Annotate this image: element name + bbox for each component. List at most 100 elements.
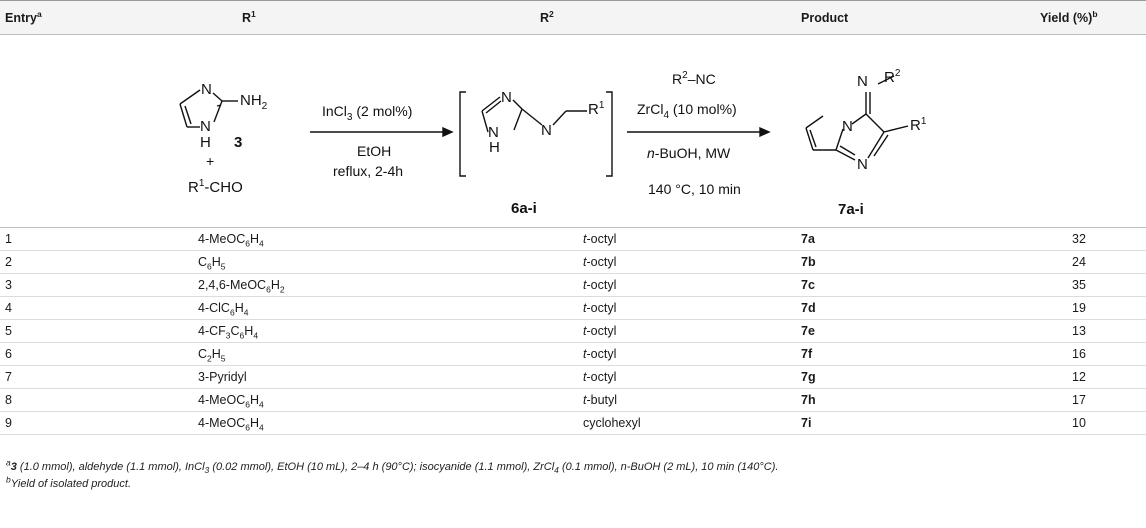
- step1-catalyst: InCl3 (2 mol%): [322, 103, 412, 123]
- bond: [835, 149, 856, 161]
- atom-N: N: [541, 122, 552, 139]
- footnote-b: bYield of isolated product.: [6, 474, 131, 490]
- atom-H: H: [489, 139, 500, 156]
- cell-r2: t-octyl: [583, 255, 617, 269]
- cell-r1: C6H5: [198, 255, 226, 272]
- cell-r2: t-octyl: [583, 301, 617, 315]
- r2-substituent: R2: [884, 68, 901, 86]
- bond: [481, 96, 501, 112]
- bond: [865, 113, 885, 133]
- cell-product: 7g: [801, 370, 816, 384]
- cell-yield: 24: [1072, 255, 1086, 269]
- cell-product: 7a: [801, 232, 815, 246]
- cell-yield: 35: [1072, 278, 1086, 292]
- cell-entry: 9: [5, 416, 12, 430]
- bond: [839, 145, 856, 156]
- bond: [867, 131, 885, 159]
- scheme-svg: N NH2 N H 3 + R1-CHO InCl3 (2 mol%) EtOH…: [179, 68, 927, 218]
- header-r1: R1: [242, 8, 256, 25]
- cell-product: 7f: [801, 347, 813, 361]
- header-entry: Entrya: [5, 8, 42, 25]
- bond: [809, 129, 817, 148]
- bond: [877, 75, 895, 85]
- cell-entry: 8: [5, 393, 12, 407]
- intermediate-label: 6a-i: [511, 200, 537, 217]
- table-header: Entrya R1 R2 Product Yield (%)b: [0, 0, 1146, 35]
- bond: [851, 113, 867, 125]
- cell-yield: 10: [1072, 416, 1086, 430]
- bond: [485, 100, 502, 114]
- bond: [835, 128, 844, 151]
- step2-solvent: n-BuOH, MW: [647, 145, 731, 161]
- atom-N: N: [857, 73, 868, 90]
- atom-H: H: [200, 134, 211, 151]
- cell-r1: 4-CF3C6H4: [198, 324, 259, 341]
- atom-N: N: [857, 156, 868, 173]
- compound-3-label: 3: [234, 134, 242, 151]
- cell-yield: 17: [1072, 393, 1086, 407]
- bracket-right: [606, 91, 613, 177]
- cell-r2: t-butyl: [583, 393, 618, 407]
- step2-catalyst: ZrCl4 (10 mol%): [637, 101, 737, 121]
- cell-r2: t-octyl: [583, 347, 617, 361]
- cell-product: 7b: [801, 255, 816, 269]
- bond: [521, 108, 543, 126]
- cell-yield: 13: [1072, 324, 1086, 338]
- step2-isocyanide: R2–NC: [672, 70, 716, 87]
- bond: [552, 110, 567, 126]
- cell-yield: 19: [1072, 301, 1086, 315]
- arrowhead-2: [759, 126, 771, 138]
- aldehyde-formula: R1-CHO: [188, 178, 243, 196]
- cell-product: 7i: [801, 416, 812, 430]
- table-row: 3 2,4,6-MeOC6H2 t-octyl 7c 35: [0, 274, 1146, 297]
- plus-sign: +: [206, 153, 214, 169]
- table-row: 7 3-Pyridyl t-octyl 7g 12: [0, 366, 1146, 389]
- cell-entry: 3: [5, 278, 12, 292]
- table-row: 9 4-MeOC6H4 cyclohexyl 7i 10: [0, 412, 1146, 435]
- cell-r2: t-octyl: [583, 278, 617, 292]
- cell-yield: 16: [1072, 347, 1086, 361]
- bond: [179, 89, 201, 105]
- header-yield: Yield (%)b: [1040, 8, 1098, 25]
- product-label: 7a-i: [838, 201, 864, 218]
- cell-yield: 12: [1072, 370, 1086, 384]
- cell-r2: t-octyl: [583, 370, 617, 384]
- cell-product: 7d: [801, 301, 816, 315]
- cell-entry: 7: [5, 370, 12, 384]
- bond: [184, 105, 192, 125]
- reaction-scheme: N NH2 N H 3 + R1-CHO InCl3 (2 mol%) EtOH…: [0, 34, 1146, 228]
- bond: [883, 125, 909, 133]
- bond: [216, 104, 222, 107]
- bond: [873, 134, 889, 157]
- atom-N: N: [842, 118, 853, 135]
- cell-r1: 4-MeOC6H4: [198, 416, 264, 433]
- step1-conditions: reflux, 2-4h: [333, 163, 403, 179]
- bond: [179, 103, 188, 128]
- cell-product: 7c: [801, 278, 815, 292]
- bond: [213, 100, 223, 123]
- bond: [513, 108, 523, 131]
- bond: [805, 127, 814, 151]
- atom-N: N: [501, 89, 512, 106]
- r1-substituent: R1: [588, 100, 605, 118]
- bracket-left: [459, 91, 466, 177]
- bond: [212, 92, 223, 102]
- cell-yield: 32: [1072, 232, 1086, 246]
- header-product: Product: [801, 11, 849, 25]
- table-row: 2 C6H5 t-octyl 7b 24: [0, 251, 1146, 274]
- amine-nh2: NH2: [240, 92, 268, 112]
- cell-entry: 2: [5, 255, 12, 269]
- header-r2: R2: [540, 8, 554, 25]
- cell-entry: 4: [5, 301, 12, 315]
- bond: [805, 115, 824, 129]
- cell-r2: cyclohexyl: [583, 416, 641, 430]
- step1-solvent: EtOH: [357, 143, 391, 159]
- cell-product: 7h: [801, 393, 816, 407]
- cell-r2: t-octyl: [583, 324, 617, 338]
- cell-r1: 3-Pyridyl: [198, 370, 247, 384]
- cell-r1: 2,4,6-MeOC6H2: [198, 278, 285, 295]
